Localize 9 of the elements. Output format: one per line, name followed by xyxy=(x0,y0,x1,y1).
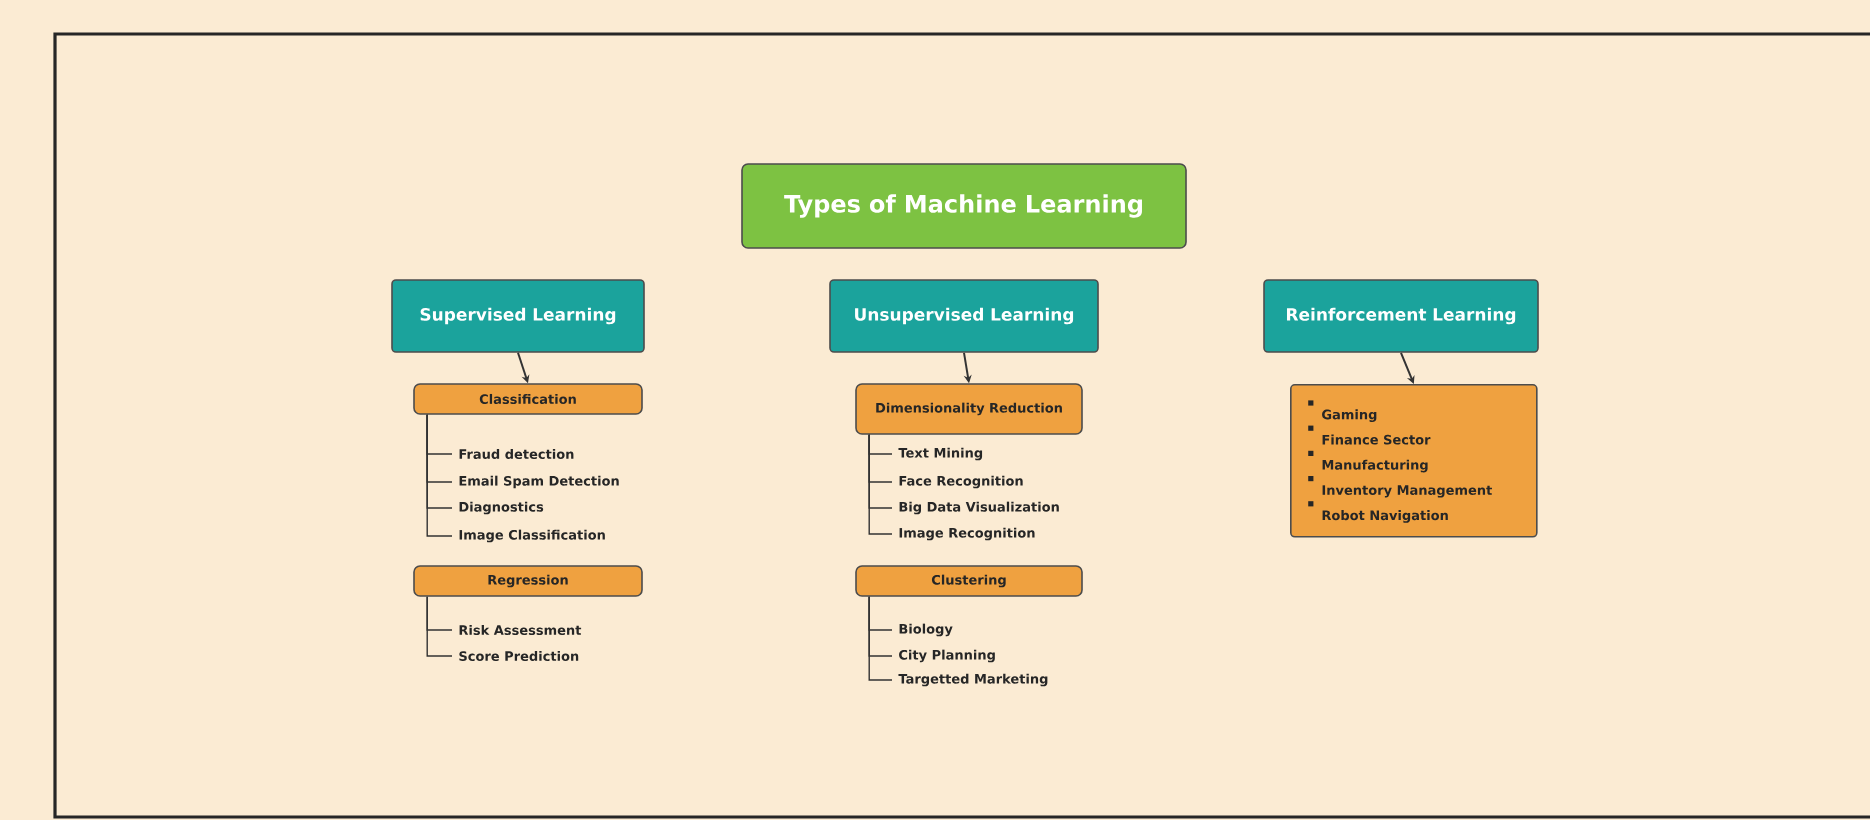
category-box: Reinforcement Learning xyxy=(1263,279,1539,353)
tree-line xyxy=(868,434,893,535)
tree-line xyxy=(426,414,453,537)
category-box: Unsupervised Learning xyxy=(829,279,1099,353)
tree-line xyxy=(868,596,893,681)
title-box: Types of Machine Learning xyxy=(741,163,1187,249)
category-box: Supervised Learning xyxy=(391,279,645,353)
tree-line xyxy=(426,596,453,657)
arrow xyxy=(1400,351,1415,384)
